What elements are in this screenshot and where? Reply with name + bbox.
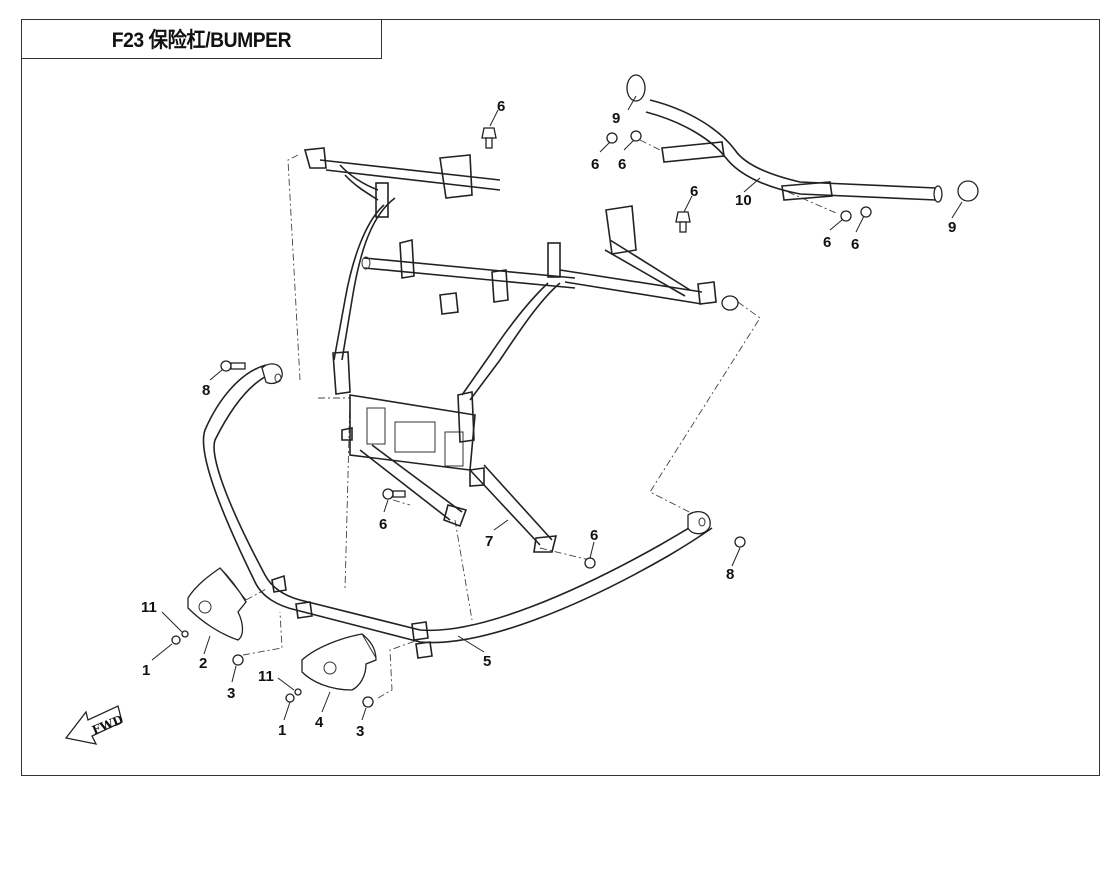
callout-3: 3 [356,723,364,740]
callout-9: 9 [948,219,956,236]
fwd-arrow-icon: FWD [64,705,125,745]
bumper-tube-part-5 [202,363,713,659]
page-title: F23 保险杠/BUMPER [111,29,292,52]
callout-9: 9 [612,110,620,127]
callout-3: 3 [227,685,235,702]
title-box: F23 保险杠/BUMPER [21,19,382,59]
callout-6: 6 [618,156,626,173]
callout-labels: 6 9 6 6 10 6 9 6 6 8 6 7 6 8 11 1 2 3 5 … [141,98,956,740]
callout-11: 11 [258,668,274,685]
drawing-frame [21,19,1100,776]
callout-6: 6 [379,516,387,533]
callout-10: 10 [735,192,752,209]
callout-6: 6 [591,156,599,173]
callout-8: 8 [202,382,210,399]
upper-frame-part-7 [303,147,739,553]
callout-8: 8 [726,566,734,583]
guard-part-4 [301,633,377,691]
callout-4: 4 [315,714,324,731]
rear-tube-part-10 [626,74,979,203]
callout-11: 11 [141,599,157,616]
assembly-lines [242,139,837,699]
callout-6: 6 [590,527,598,544]
guard-part-2 [187,567,247,641]
callout-1: 1 [142,662,150,679]
callout-2: 2 [199,655,207,672]
callout-1: 1 [278,722,286,739]
callout-6: 6 [690,183,698,200]
leader-lines [151,95,963,721]
fasteners [171,127,872,708]
callout-6: 6 [497,98,505,115]
callout-6: 6 [851,236,859,253]
callout-7: 7 [485,533,493,550]
callout-6: 6 [823,234,831,251]
callout-5: 5 [483,653,491,670]
